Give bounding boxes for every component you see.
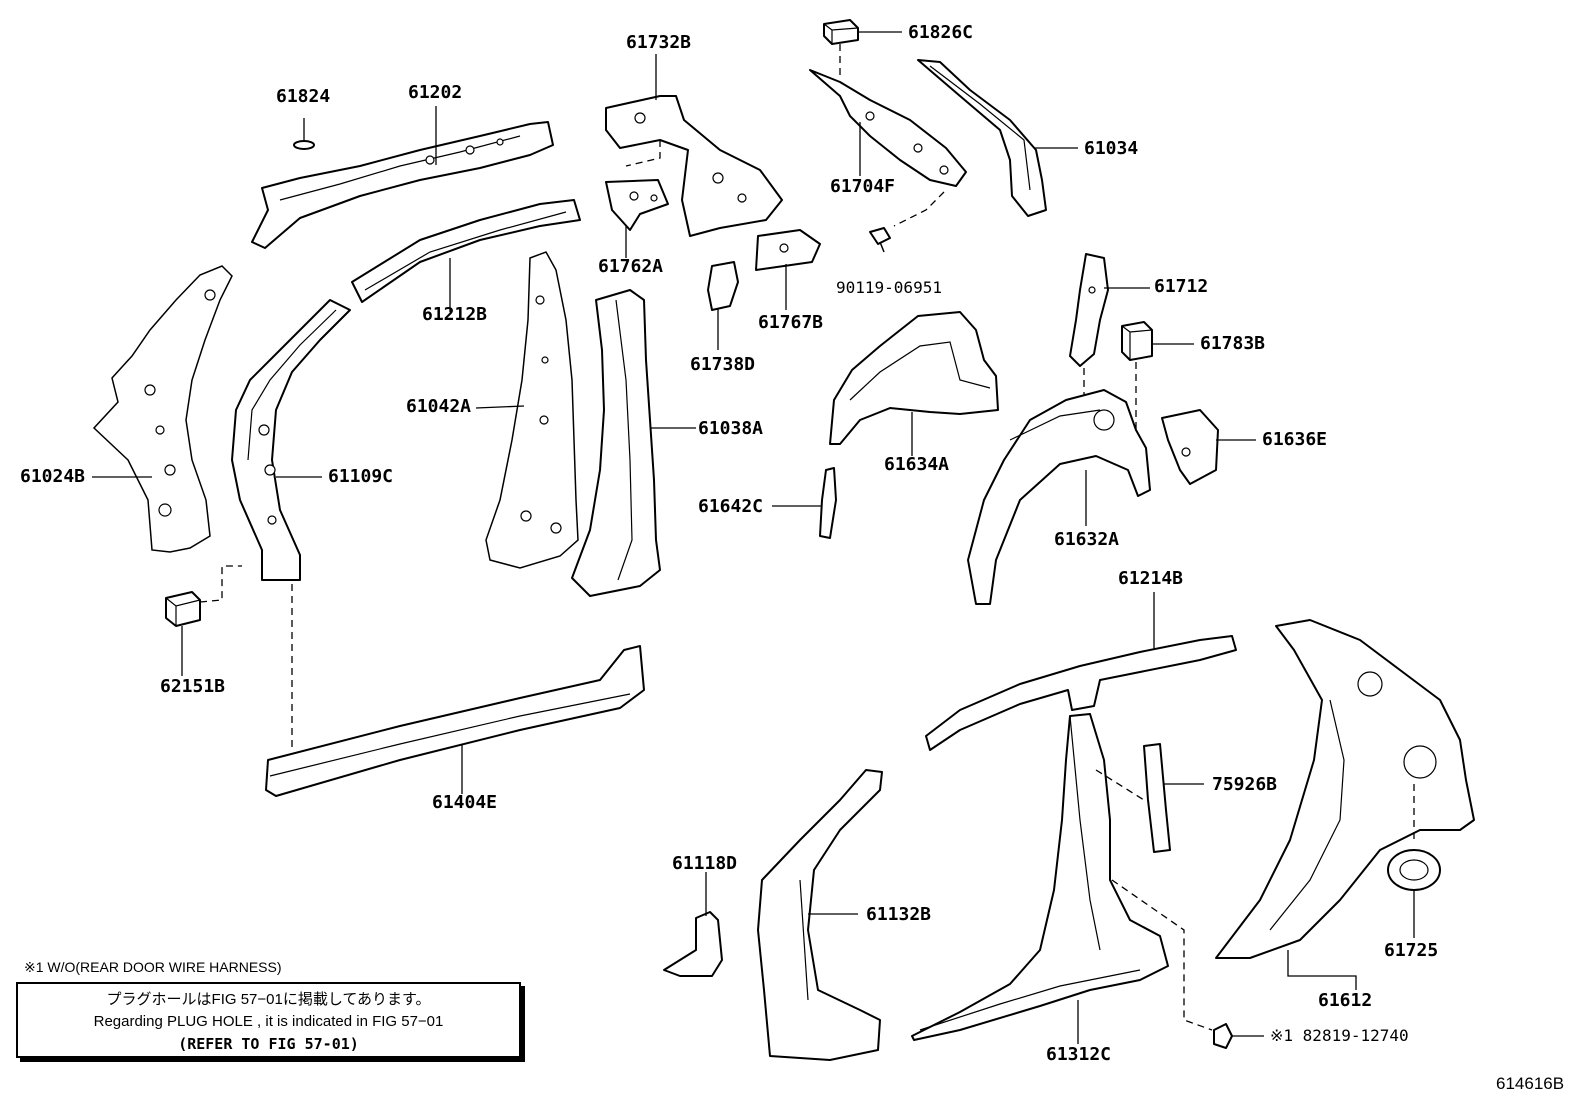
label-61634A[interactable]: 61634A [884, 454, 950, 475]
part-61042A [475, 251, 579, 569]
label-61712[interactable]: 61712 [1154, 276, 1209, 297]
part-61212B [351, 199, 581, 312]
label-61038A[interactable]: 61038A [698, 418, 764, 439]
label-61632A[interactable]: 61632A [1054, 529, 1120, 550]
part-61202 [251, 106, 554, 249]
part-61034 [917, 59, 1078, 217]
label-61732B[interactable]: 61732B [626, 32, 692, 53]
part-61312C [911, 713, 1213, 1044]
label-61109C[interactable]: 61109C [328, 466, 394, 487]
note-title: ※1 W/O(REAR DOOR WIRE HARNESS) [24, 959, 282, 975]
part-75926B [1095, 743, 1204, 853]
part-61038A [571, 289, 696, 597]
label-61202[interactable]: 61202 [408, 82, 463, 103]
note-line-japanese: プラグホールはFIG 57−01に掲載してあります。 [106, 991, 431, 1008]
label-61636E[interactable]: 61636E [1262, 429, 1328, 450]
part-61738D [707, 261, 739, 350]
part-61024B [92, 265, 233, 553]
part-61704F [809, 69, 967, 227]
part-61642C [772, 467, 837, 539]
label-61725[interactable]: 61725 [1384, 940, 1439, 961]
part-61824 [293, 118, 315, 150]
part-61132B [757, 769, 883, 1061]
label-61404E[interactable]: 61404E [432, 792, 498, 813]
label-61214B[interactable]: 61214B [1118, 568, 1184, 589]
label-62151B[interactable]: 62151B [160, 676, 226, 697]
part-61783B [1121, 321, 1194, 430]
label-61024B[interactable]: 61024B [20, 466, 86, 487]
part-61767B [755, 229, 821, 310]
part-61762A [605, 179, 669, 258]
part-61632A [967, 389, 1151, 605]
label-61132B[interactable]: 61132B [866, 904, 932, 925]
label-61783B[interactable]: 61783B [1200, 333, 1266, 354]
label-61212B[interactable]: 61212B [422, 304, 488, 325]
part-62151B [165, 565, 242, 676]
part-61109C [231, 299, 351, 581]
label-61826C[interactable]: 61826C [908, 22, 974, 43]
part-61404E [265, 645, 645, 797]
part-61636E [1161, 409, 1256, 485]
part-82819-12740 [1213, 1023, 1264, 1049]
label-61034[interactable]: 61034 [1084, 138, 1139, 159]
note-line-refer: (REFER TO FIG 57-01) [178, 1035, 359, 1053]
part-61732B [605, 54, 783, 237]
part-61634A [829, 311, 999, 456]
part-90119-06951 [869, 227, 891, 253]
label-61704F[interactable]: 61704F [830, 176, 896, 197]
label-61042A[interactable]: 61042A [406, 396, 472, 417]
part-61725 [1387, 849, 1441, 938]
label-61824[interactable]: 61824 [276, 86, 331, 107]
label-82819-12740[interactable]: ※1 82819-12740 [1270, 1026, 1409, 1045]
part-61826C [823, 19, 902, 76]
label-90119-06951[interactable]: 90119-06951 [836, 278, 942, 297]
note-line-english: Regarding PLUG HOLE , it is indicated in… [93, 1013, 444, 1030]
label-75926B[interactable]: 75926B [1212, 774, 1278, 795]
label-61118D[interactable]: 61118D [672, 853, 738, 874]
part-61214B [925, 592, 1237, 751]
figure-id: 614616B [1496, 1074, 1565, 1093]
label-61767B[interactable]: 61767B [758, 312, 824, 333]
label-61738D[interactable]: 61738D [690, 354, 756, 375]
part-61118D [663, 872, 723, 977]
label-61312C[interactable]: 61312C [1046, 1044, 1112, 1065]
part-61612 [1215, 619, 1475, 990]
label-61612[interactable]: 61612 [1318, 990, 1373, 1011]
label-61762A[interactable]: 61762A [598, 256, 664, 277]
label-61642C[interactable]: 61642C [698, 496, 764, 517]
note-box: プラグホールはFIG 57−01に掲載してあります。 Regarding PLU… [16, 982, 521, 1058]
